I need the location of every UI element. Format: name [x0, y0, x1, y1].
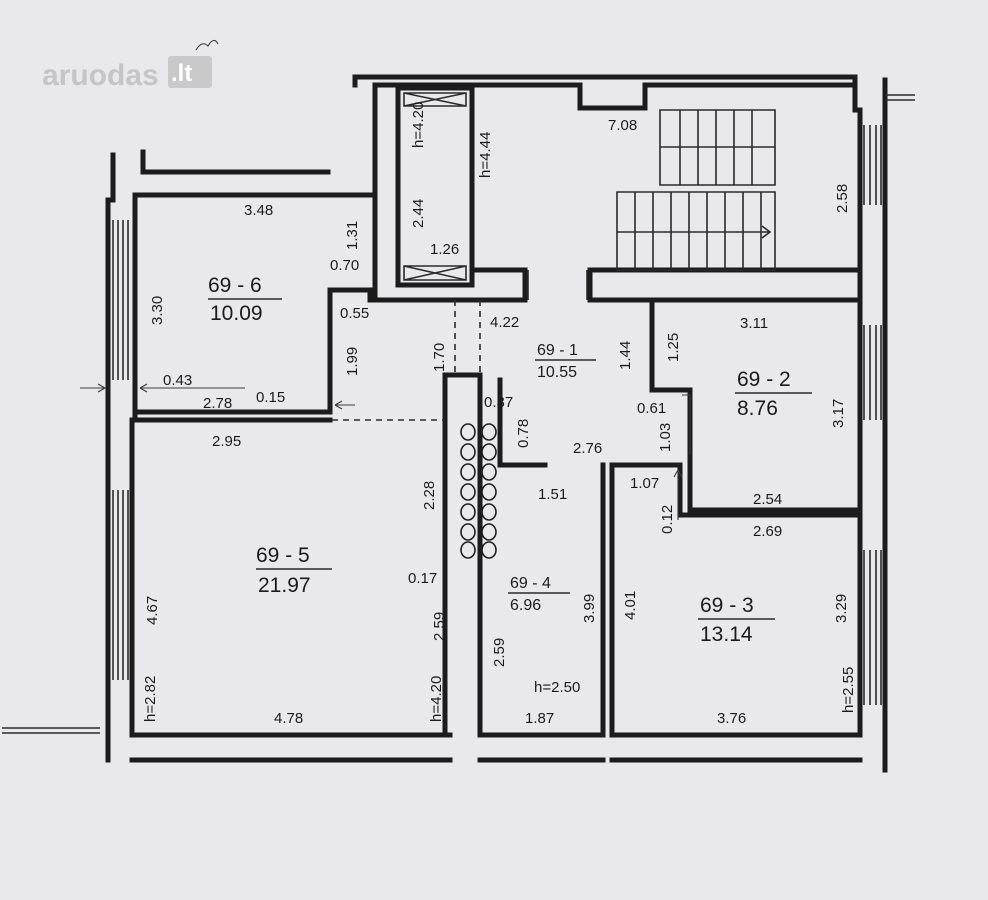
openings	[332, 270, 588, 421]
dimension-label: 4.67	[144, 596, 161, 625]
dimension-label: 0.61	[637, 400, 666, 417]
dimension-label: 2.59	[431, 612, 448, 641]
dimension-label: 1.87	[525, 710, 554, 727]
dimension-label: 0.43	[163, 372, 192, 389]
room-id: 69 - 4	[510, 575, 551, 592]
dimension-label: 1.70	[431, 343, 448, 372]
room-area: 8.76	[737, 397, 778, 420]
dimension-label: 3.76	[717, 710, 746, 727]
dimension-label: 4.78	[274, 710, 303, 727]
room-69-3: 69 - 3 13.14	[698, 594, 775, 646]
dimension-label: 2.95	[212, 433, 241, 450]
dimension-label: 3.17	[830, 399, 847, 428]
room-area: 10.09	[210, 302, 263, 325]
watermark-badge	[168, 56, 212, 88]
dimension-label: 2.76	[573, 440, 602, 457]
windows	[2, 94, 915, 734]
height-label: h=4.20	[410, 102, 427, 148]
dimension-label: 1.44	[617, 341, 634, 370]
room-area: 10.55	[537, 364, 577, 381]
dimension-label: 2.28	[421, 481, 438, 510]
room-69-2: 69 - 2 8.76	[735, 368, 812, 420]
height-label: h=2.50	[534, 679, 580, 696]
watermark: aruodas .lt	[42, 39, 219, 92]
dimension-label: 2.44	[410, 199, 427, 228]
room-area: 6.96	[510, 597, 541, 614]
dimension-label: 0.37	[484, 394, 513, 411]
dimension-label: 0.12	[659, 505, 676, 534]
dimension-label: 1.51	[538, 486, 567, 503]
room-69-1: 69 - 1 10.55	[535, 342, 596, 381]
dimension-label: 3.29	[833, 594, 850, 623]
room-id: 69 - 1	[537, 342, 578, 359]
dimension-label: 4.01	[622, 591, 639, 620]
walls	[105, 74, 888, 773]
room-id: 69 - 5	[256, 544, 310, 567]
dimension-label: 3.99	[581, 594, 598, 623]
dimension-label: 1.25	[665, 333, 682, 362]
dimension-label: 1.99	[344, 347, 361, 376]
dimension-label: 2.78	[203, 395, 232, 412]
dimension-label: 0.55	[340, 305, 369, 322]
dimension-label: 1.26	[430, 241, 459, 258]
dimension-label: 2.58	[834, 184, 851, 213]
room-69-5: 69 - 5 21.97	[256, 544, 332, 597]
room-69-6: 69 - 6 10.09	[208, 274, 282, 325]
height-label: h=2.82	[142, 676, 159, 722]
room-id: 69 - 3	[700, 594, 754, 617]
staircase	[616, 109, 776, 271]
dimension-label: 2.59	[491, 638, 508, 667]
watermark-text: aruodas	[42, 59, 159, 92]
dimension-label: 0.70	[330, 257, 359, 274]
dimension-label: 1.03	[657, 423, 674, 452]
radiator-icon	[460, 423, 497, 559]
dimension-label: 1.07	[630, 475, 659, 492]
dimension-label: 0.15	[256, 389, 285, 406]
room-id: 69 - 6	[208, 274, 262, 297]
room-id: 69 - 2	[737, 368, 791, 391]
watermark-smoke-icon	[195, 39, 219, 51]
height-label: h=4.20	[428, 676, 445, 722]
room-area: 21.97	[258, 574, 311, 597]
room-area: 13.14	[700, 623, 753, 646]
dimension-label: 3.30	[149, 296, 166, 325]
room-69-4: 69 - 4 6.96	[508, 575, 570, 614]
dimension-labels-vertical: 2.58 h=4.20 h=4.44 2.44 1.31 3.30 1.99 1…	[142, 102, 857, 722]
dimension-label: 4.22	[490, 314, 519, 331]
dimension-labels: 7.08 1.26 3.48 0.70 0.55 0.43 2.78 0.15 …	[163, 117, 782, 727]
dimension-arrows	[80, 383, 691, 520]
watermark-suffix: .lt	[171, 60, 192, 87]
height-label: h=4.44	[477, 132, 494, 178]
dimension-label: 0.78	[515, 419, 532, 448]
dimension-label: 2.69	[753, 523, 782, 540]
dimension-label: 3.11	[740, 315, 768, 332]
dimension-label: 2.54	[753, 491, 782, 508]
shaft-cross-icon	[403, 92, 467, 281]
dimension-label: 7.08	[608, 117, 637, 134]
dimension-label: 0.17	[408, 570, 437, 587]
dimension-label: 1.31	[344, 221, 361, 250]
height-label: h=2.55	[840, 667, 857, 713]
dimension-label: 3.48	[244, 202, 273, 219]
